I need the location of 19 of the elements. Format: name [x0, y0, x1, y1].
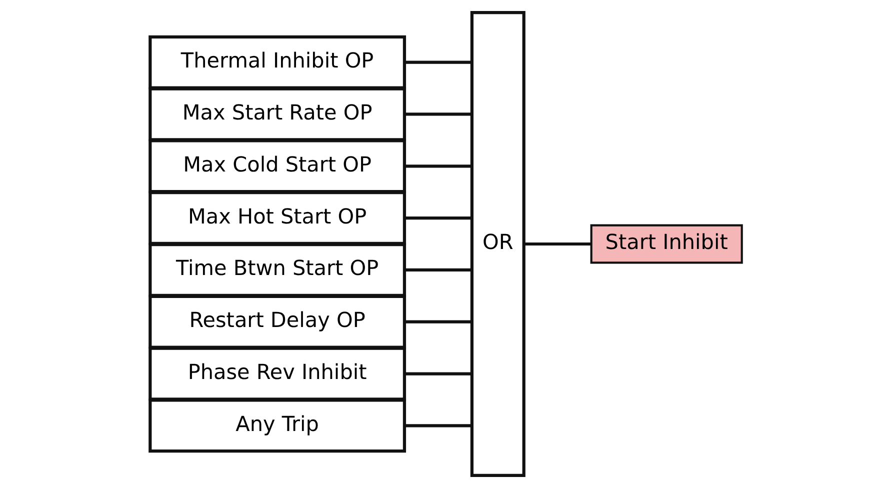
connector: [404, 424, 472, 428]
connector: [404, 268, 472, 272]
node-box: Max Hot Start OP: [148, 191, 406, 246]
connector: [404, 216, 472, 220]
node-box: Any Trip: [148, 398, 406, 453]
node-box: Start Inhibit: [590, 224, 743, 264]
node-box: Thermal Inhibit OP: [148, 35, 406, 90]
node-box: Phase Rev Inhibit: [148, 346, 406, 401]
connector: [524, 242, 592, 246]
connector: [404, 372, 472, 376]
node-box: Max Start Rate OP: [148, 87, 406, 142]
connector: [404, 164, 472, 168]
node-box: Max Cold Start OP: [148, 139, 406, 194]
connector: [404, 112, 472, 116]
connector: [404, 320, 472, 324]
node-box: OR: [470, 10, 526, 478]
connector: [404, 60, 472, 64]
node-box: Restart Delay OP: [148, 294, 406, 349]
node-box: Time Btwn Start OP: [148, 242, 406, 297]
